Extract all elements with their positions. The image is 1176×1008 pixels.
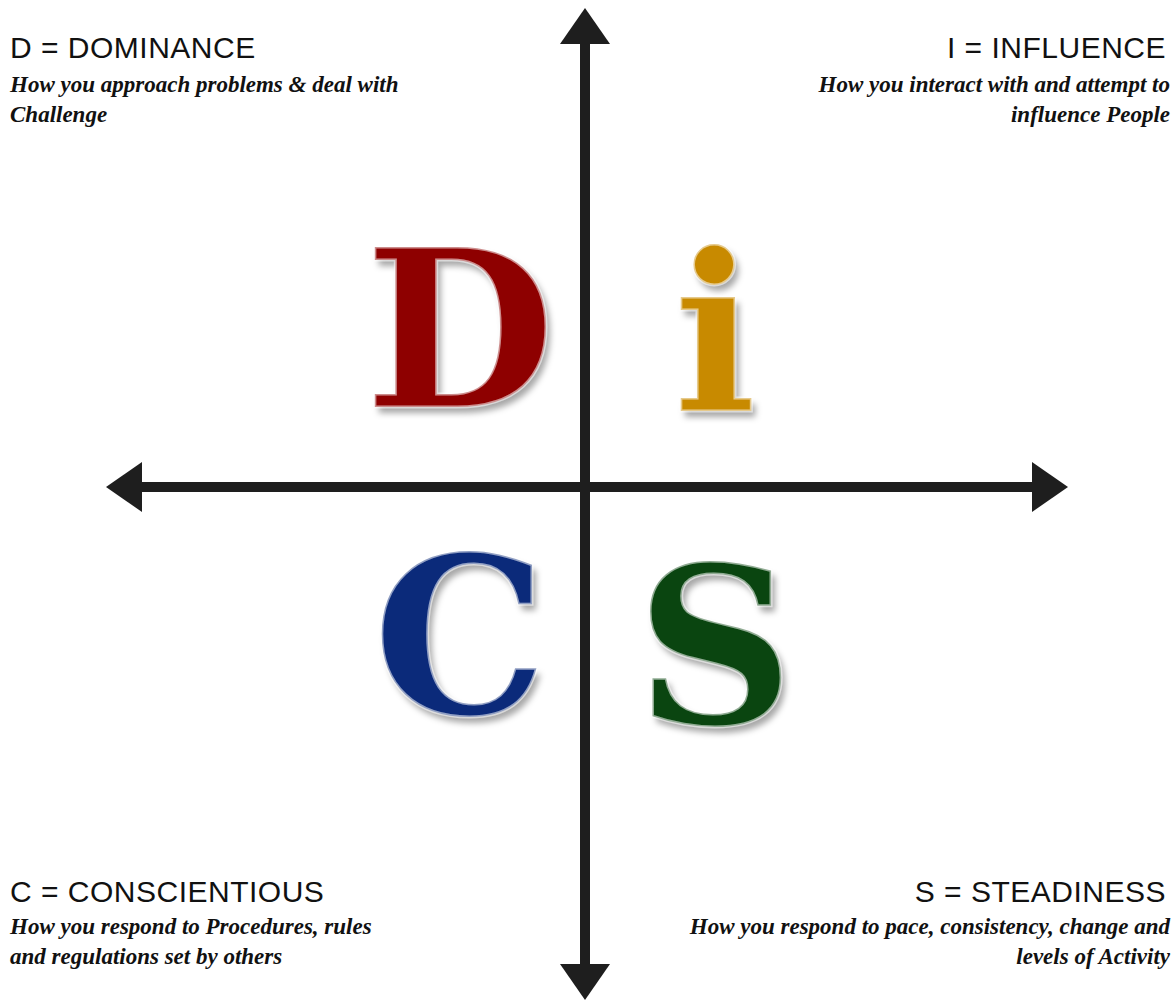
disc-letter: S xyxy=(636,537,795,757)
axis-arrowhead xyxy=(560,964,610,1000)
quadrant-fill xyxy=(202,104,585,487)
style-description: How you approach problems & deal with Ch… xyxy=(10,70,480,130)
steadiness-quadrant: S xyxy=(585,487,968,870)
axis-arrowhead xyxy=(1032,462,1068,512)
disc-letter: i xyxy=(673,224,757,444)
conscientious-quadrant: C xyxy=(202,487,585,870)
quadrant-fill xyxy=(585,104,968,487)
style-heading: D = DOMINANCE xyxy=(10,30,480,66)
style-description: How you respond to pace, consistency, ch… xyxy=(676,912,1170,972)
disc-letter: D xyxy=(365,220,556,440)
quadrant-fill xyxy=(202,487,585,870)
style-heading: C = CONSCIENTIOUS xyxy=(10,874,480,910)
axis-arrowhead xyxy=(560,8,610,44)
axis-arrowhead xyxy=(106,462,142,512)
style-description: How you interact with and attempt to inf… xyxy=(738,70,1170,130)
style-description: How you respond to Procedures, rules and… xyxy=(10,912,400,972)
quadrant-shape xyxy=(585,104,968,487)
horizontal-axis xyxy=(130,482,1040,492)
dominance-quadrant: D xyxy=(202,104,585,487)
influence-quadrant: i xyxy=(585,104,968,487)
style-heading: I = INFLUENCE xyxy=(696,30,1166,66)
vertical-axis xyxy=(580,36,590,972)
quadrant-fill xyxy=(585,487,968,870)
style-heading: S = STEADINESS xyxy=(696,874,1166,910)
disc-letter: C xyxy=(372,527,547,747)
